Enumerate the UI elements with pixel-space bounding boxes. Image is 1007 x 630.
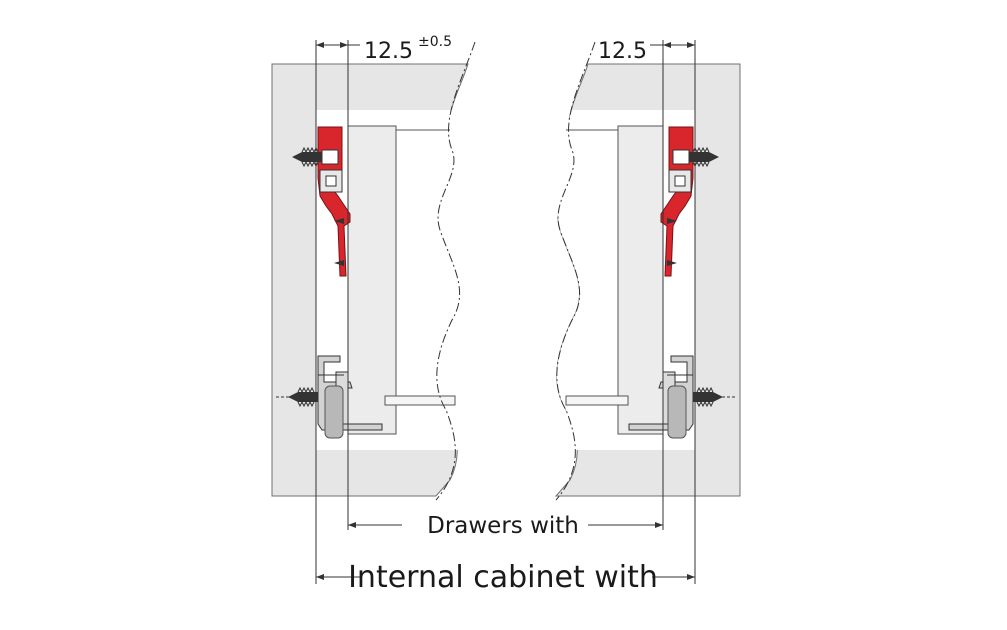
left-pin-2 bbox=[334, 260, 344, 266]
drawer-width-label: Drawers with bbox=[427, 513, 579, 539]
dimension-right-gap: 12.5 bbox=[598, 39, 695, 64]
left-gap-value: 12.5 bbox=[364, 39, 413, 64]
dimension-left-gap: 12.5 ±0.5 bbox=[316, 34, 452, 64]
right-break-line bbox=[555, 41, 596, 501]
left-cabinet-section bbox=[271, 40, 476, 584]
right-cabinet-section bbox=[554, 40, 741, 584]
left-break-line bbox=[435, 41, 476, 501]
dimension-drawer-width: Drawers with bbox=[348, 513, 663, 539]
left-runner-roller bbox=[324, 385, 344, 439]
left-clip-slot bbox=[325, 175, 337, 187]
right-pin-2 bbox=[667, 260, 677, 266]
dimension-cabinet-width: Internal cabinet with bbox=[316, 560, 695, 595]
left-runner-profile bbox=[317, 355, 383, 439]
left-pin-1 bbox=[334, 218, 344, 224]
left-lower-screw bbox=[276, 386, 318, 408]
left-gap-tolerance: ±0.5 bbox=[418, 34, 452, 50]
right-runner-profile bbox=[628, 355, 694, 439]
right-drawer-bottom bbox=[565, 395, 629, 406]
right-lower-screw bbox=[693, 386, 735, 408]
right-clip-slot bbox=[674, 175, 686, 187]
right-runner-roller bbox=[667, 385, 687, 439]
right-drawer-side bbox=[617, 125, 664, 435]
left-upper-screw bbox=[292, 146, 339, 168]
left-drawer-side bbox=[347, 125, 397, 435]
cabinet-width-label: Internal cabinet with bbox=[348, 560, 658, 595]
right-pin-1 bbox=[667, 218, 677, 224]
right-gap-value: 12.5 bbox=[598, 39, 647, 64]
right-upper-screw bbox=[672, 146, 719, 168]
left-drawer-bottom bbox=[384, 395, 456, 406]
